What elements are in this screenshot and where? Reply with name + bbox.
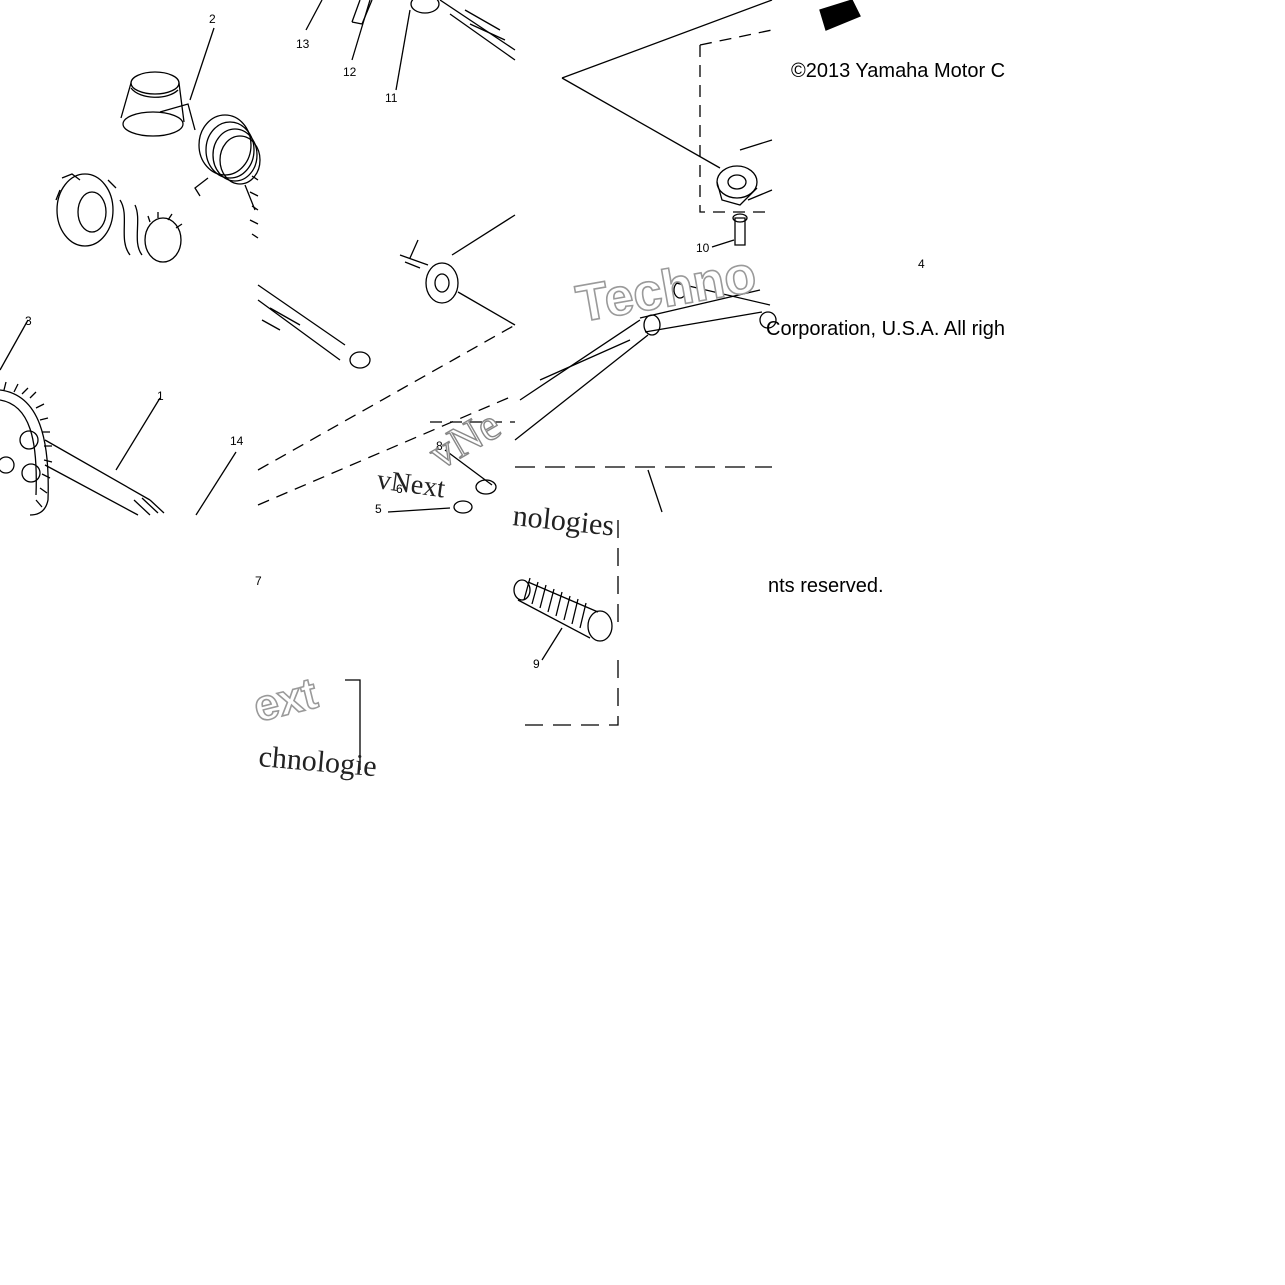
part-number-13: 13 bbox=[296, 37, 310, 51]
part-number-6: 6 bbox=[396, 482, 403, 496]
ratchet-part bbox=[55, 173, 143, 256]
copyright-line-3: nts reserved. bbox=[768, 576, 884, 596]
part-number-12: 12 bbox=[343, 65, 357, 79]
watermark-techno: Techno bbox=[572, 245, 760, 334]
leader-lever bbox=[647, 469, 663, 513]
kick-gear-part bbox=[0, 381, 53, 516]
leader-9 bbox=[541, 627, 563, 661]
leader-10 bbox=[711, 239, 735, 248]
bracket-line bbox=[345, 679, 361, 770]
part-number-4: 4 bbox=[918, 257, 925, 271]
pinion-gear-part bbox=[144, 212, 183, 263]
leader-5 bbox=[387, 507, 451, 513]
part-number-10: 10 bbox=[696, 241, 710, 255]
copyright-line-1: ©2013 Yamaha Motor C bbox=[791, 61, 1006, 81]
watermark-vnext: vNext bbox=[375, 464, 447, 504]
leader-3 bbox=[0, 319, 29, 371]
part-number-2: 2 bbox=[209, 12, 216, 26]
leader-1 bbox=[115, 397, 161, 471]
leader-11 bbox=[395, 9, 411, 91]
part-number-14: 14 bbox=[230, 434, 244, 448]
part-number-5: 5 bbox=[375, 502, 382, 516]
leader-8 bbox=[444, 449, 493, 486]
part-number-8: 8 bbox=[436, 439, 443, 453]
leader-12 bbox=[351, 0, 371, 61]
leader-14 bbox=[195, 451, 237, 516]
leader-13 bbox=[305, 0, 323, 31]
kick-grip-part bbox=[513, 577, 613, 642]
part-number-7: 7 bbox=[255, 574, 262, 588]
part-number-11: 11 bbox=[385, 91, 398, 105]
watermark-vne: vNe bbox=[421, 400, 509, 479]
collar-part bbox=[120, 71, 196, 137]
copyright-line-2: Corporation, U.S.A. All righ bbox=[766, 319, 1005, 339]
part-number-1: 1 bbox=[157, 389, 164, 403]
leader-washer bbox=[451, 214, 516, 256]
watermark-nologies: nologies bbox=[511, 499, 616, 542]
leader-2 bbox=[189, 27, 215, 101]
torsion-spring-part bbox=[194, 114, 261, 211]
watermark-ext: ext bbox=[249, 669, 323, 732]
kick-shaft-part bbox=[44, 439, 165, 516]
crank-outline bbox=[561, 77, 721, 169]
part-number-3: 3 bbox=[25, 314, 32, 328]
part-number-9: 9 bbox=[533, 657, 540, 671]
